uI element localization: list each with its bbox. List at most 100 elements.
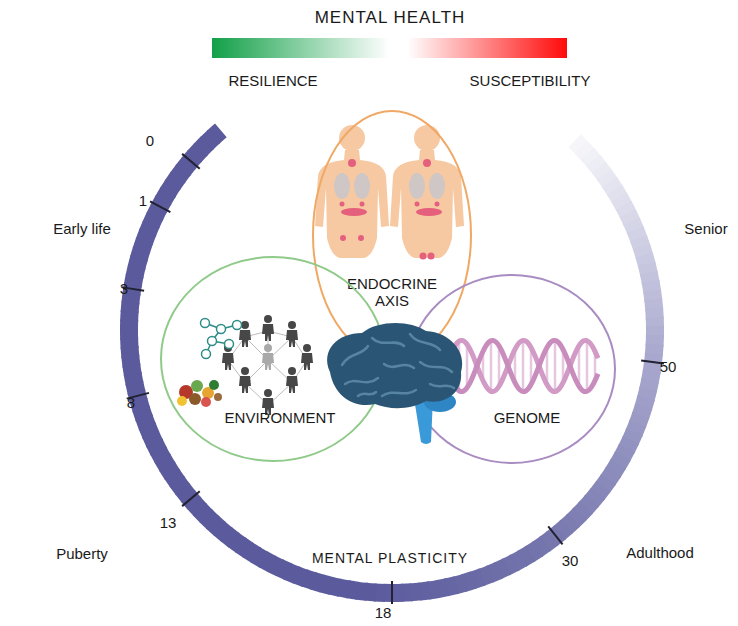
- brain-gyrus: [430, 384, 454, 388]
- food-item: [209, 380, 219, 390]
- brain-gyrus: [372, 338, 404, 346]
- lung: [354, 173, 370, 199]
- adrenal-gland: [340, 202, 345, 207]
- person-icon: [286, 321, 298, 347]
- life-stage: Senior: [684, 220, 727, 237]
- person-body: [239, 330, 251, 347]
- life-stage: Early life: [53, 220, 111, 237]
- molecule-ring: [233, 321, 242, 330]
- age-number: 0: [146, 132, 154, 149]
- brain-gyrus: [342, 346, 368, 365]
- age-tick: [641, 361, 664, 364]
- food-item: [214, 393, 222, 401]
- person-body: [262, 324, 274, 341]
- arc-caption: MENTAL PLASTICITY: [312, 550, 468, 566]
- lung: [429, 173, 445, 199]
- molecule-ring: [201, 319, 210, 328]
- dna-base-pair: [586, 340, 589, 391]
- age-number: 30: [562, 552, 579, 569]
- human-body: [390, 125, 464, 260]
- food-item: [201, 397, 211, 407]
- age-tick: [150, 201, 170, 212]
- body-head: [414, 125, 440, 151]
- age-tick: [127, 393, 149, 399]
- age-number: 13: [160, 514, 177, 531]
- dna-base-pair: [434, 343, 437, 390]
- brain-gyrus: [420, 362, 452, 372]
- lung: [334, 173, 350, 199]
- age-tick: [182, 154, 200, 169]
- age-arc: [120, 123, 664, 602]
- label-resilience: RESILIENCE: [228, 72, 317, 89]
- label-susceptibility: SUSCEPTIBILITY: [470, 72, 591, 89]
- thyroid-gland: [423, 159, 431, 167]
- person-head: [241, 367, 249, 375]
- brain-stem: [414, 398, 433, 444]
- age-tick: [121, 287, 144, 291]
- person-icon: [301, 344, 313, 370]
- dna-base-pair: [490, 340, 493, 391]
- ellipse-node: ENDOCRINE AXIS: [312, 110, 472, 360]
- person-body: [301, 353, 313, 370]
- brain-cerebrum: [327, 323, 462, 408]
- dna-base-pair: [426, 342, 429, 391]
- brain-gyrus: [410, 334, 440, 350]
- person-icon: [262, 344, 274, 370]
- testis: [420, 253, 427, 260]
- molecule-ring: [208, 337, 217, 346]
- ellipse-outline-svg: [312, 110, 472, 360]
- adrenal-gland: [415, 202, 420, 207]
- thyroid-gland: [348, 159, 356, 167]
- pancreas: [416, 208, 442, 216]
- ellipse-outline: [161, 257, 385, 461]
- dna-strand: [415, 340, 598, 391]
- food-item: [189, 393, 201, 405]
- person-body: [286, 376, 298, 393]
- age-number: 18: [375, 604, 392, 621]
- ellipse-outline: [313, 111, 471, 359]
- food-item: [177, 396, 187, 406]
- pancreas: [341, 208, 367, 216]
- ovary: [358, 235, 364, 241]
- person-head: [288, 367, 296, 375]
- lung: [409, 173, 425, 199]
- dna-strand: [415, 340, 598, 391]
- dna-base-pair: [554, 340, 557, 392]
- dna-base-pair: [522, 340, 525, 392]
- cerebellum: [424, 392, 456, 412]
- health-gradient-bar: [212, 38, 567, 58]
- person-icon: [262, 315, 274, 341]
- person-body: [239, 376, 251, 393]
- person-icon: [286, 367, 298, 393]
- dna-base-pair: [458, 341, 461, 391]
- age-tick: [548, 526, 562, 544]
- ellipse-node: GENOME: [408, 274, 616, 464]
- adrenal-gland: [435, 202, 440, 207]
- node-label: GENOME: [447, 409, 607, 426]
- life-stage: Adulthood: [626, 544, 694, 561]
- age-number: 1: [139, 192, 147, 209]
- brain-gyrus: [384, 364, 414, 368]
- figure-title: MENTAL HEALTH: [315, 8, 466, 28]
- brain-gyrus: [382, 390, 416, 396]
- brain-gyrus: [345, 378, 378, 384]
- person-head: [288, 321, 296, 329]
- age-tick: [391, 581, 393, 604]
- body-torso: [390, 150, 464, 258]
- person-body: [262, 353, 274, 370]
- molecule-ring: [217, 325, 226, 334]
- molecule-ring: [202, 350, 211, 359]
- ovary: [340, 235, 346, 241]
- brain-gyrus: [358, 392, 376, 396]
- life-stage: Puberty: [56, 545, 108, 562]
- person-head: [264, 315, 272, 323]
- human-body: [315, 125, 389, 258]
- age-tick: [182, 491, 200, 506]
- ellipse-outline: [409, 275, 615, 463]
